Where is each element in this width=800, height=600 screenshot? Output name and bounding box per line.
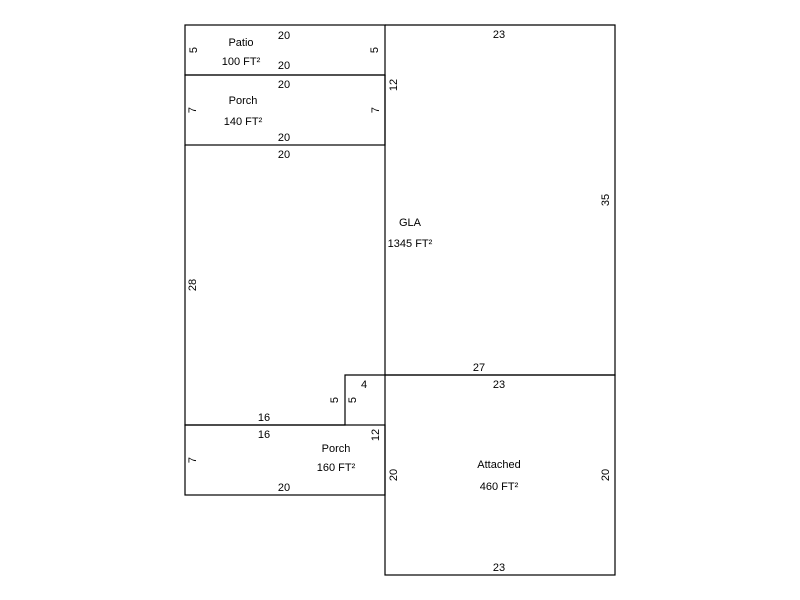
dim: 20 <box>278 60 290 72</box>
dim: 12 <box>388 79 400 91</box>
patio-label: Patio <box>228 37 253 49</box>
dim: 5 <box>347 397 359 403</box>
porch-upper-area: 140 FT² <box>224 116 263 128</box>
attached-outline <box>384 374 616 576</box>
attached-area: 460 FT² <box>480 481 519 493</box>
dim: 7 <box>187 107 199 113</box>
porch-lower-area: 160 FT² <box>317 462 356 474</box>
dim: 5 <box>329 397 341 403</box>
dim: 5 <box>188 47 200 53</box>
dim: 20 <box>278 79 290 91</box>
dim: 35 <box>600 194 612 206</box>
dim: 16 <box>258 412 270 424</box>
dim: 20 <box>600 469 612 481</box>
dim: 20 <box>278 30 290 42</box>
dim: 20 <box>388 469 400 481</box>
gla-label: GLA <box>399 217 422 229</box>
walls <box>184 24 616 576</box>
area-labels: Patio 100 FT² Porch 140 FT² GLA 1345 FT²… <box>222 37 521 493</box>
porch-upper-label: Porch <box>229 95 258 107</box>
dim: 7 <box>370 107 382 113</box>
dim: 27 <box>473 362 485 374</box>
dim: 23 <box>493 379 505 391</box>
dim: 4 <box>361 379 367 391</box>
dim: 20 <box>278 482 290 494</box>
dim: 23 <box>493 562 505 574</box>
dim: 5 <box>369 47 381 53</box>
porch-lower-label: Porch <box>322 443 351 455</box>
dim: 7 <box>187 457 199 463</box>
dimension-labels: 20 20 5 5 20 20 7 7 20 23 35 28 12 27 4 … <box>187 29 612 574</box>
dim: 28 <box>187 279 199 291</box>
attached-label: Attached <box>477 459 520 471</box>
dim: 20 <box>278 132 290 144</box>
dim: 23 <box>493 29 505 41</box>
dim: 20 <box>278 149 290 161</box>
dim: 16 <box>258 429 270 441</box>
dim: 12 <box>370 429 382 441</box>
gla-area: 1345 FT² <box>388 238 433 250</box>
patio-area: 100 FT² <box>222 56 261 68</box>
